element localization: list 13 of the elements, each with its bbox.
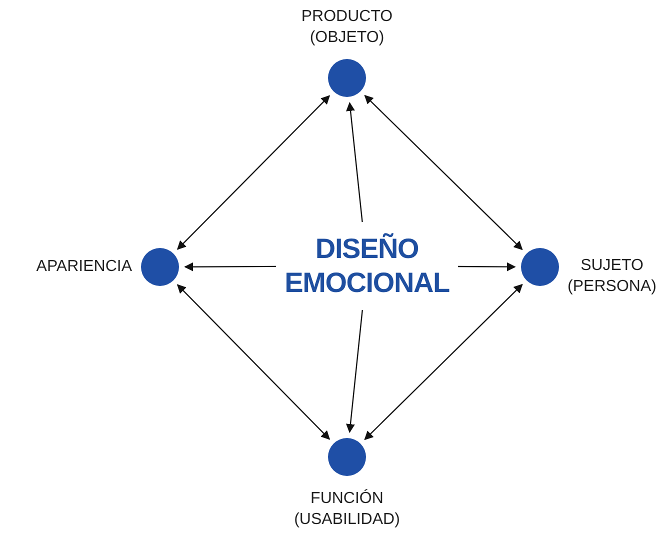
arrow (364, 94, 523, 250)
arrow (364, 284, 523, 440)
node-label: SUJETO (PERSONA) (566, 256, 658, 297)
arrow (346, 102, 363, 222)
center-title: DISEÑO EMOCIONAL (284, 232, 450, 300)
node-label: PRODUCTO (OBJETO) (300, 7, 394, 48)
node-label: FUNCIÓN (USABILIDAD) (293, 488, 401, 530)
arrow (176, 284, 330, 440)
arrow (184, 262, 276, 272)
node-label: APARIENCIA (35, 257, 132, 277)
arrow (176, 95, 330, 250)
arrow (458, 262, 516, 272)
arrow (346, 310, 363, 434)
